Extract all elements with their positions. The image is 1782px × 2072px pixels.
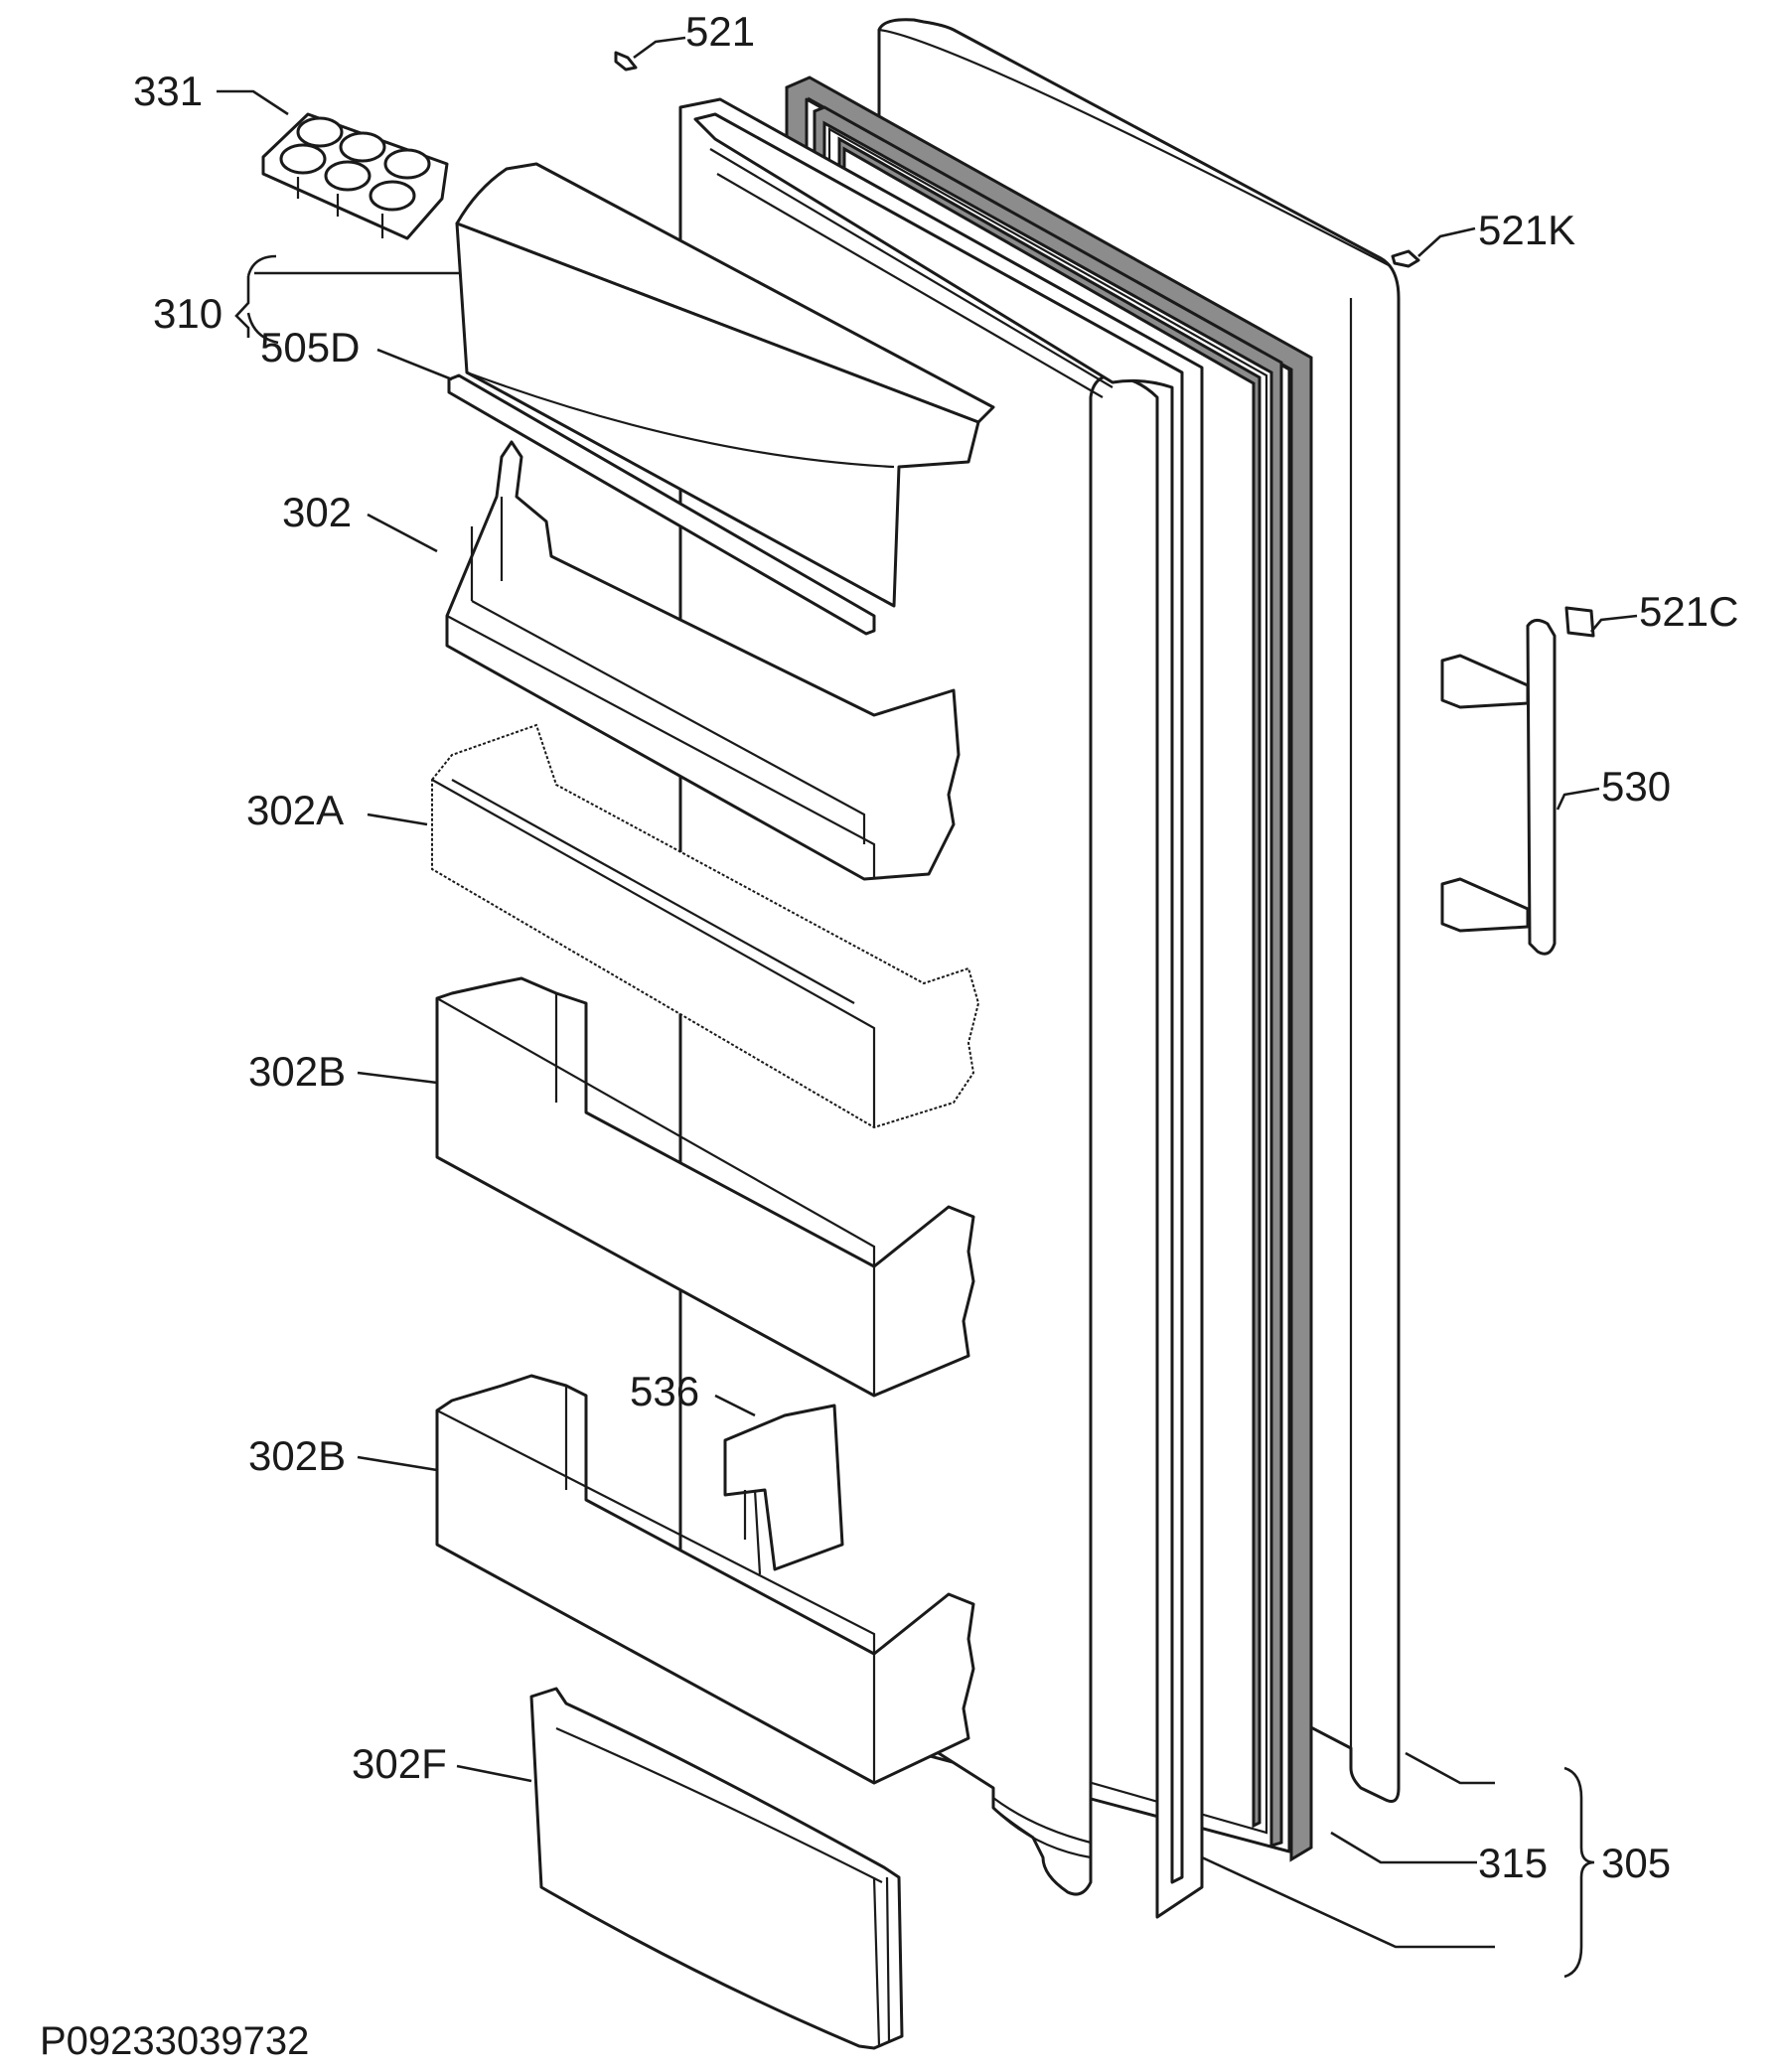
label-302B-lower: 302B xyxy=(248,1432,346,1479)
screw-521 xyxy=(614,51,638,72)
bottle-divider xyxy=(723,1404,844,1575)
label-521C: 521C xyxy=(1639,588,1738,635)
door-shelf-302B-lower xyxy=(435,1374,975,1785)
label-302A: 302A xyxy=(246,787,344,833)
label-302: 302 xyxy=(282,489,352,535)
door-shelf-302A xyxy=(431,723,980,1129)
label-302F: 302F xyxy=(352,1740,447,1787)
label-505D: 505D xyxy=(260,324,360,370)
screw-521K xyxy=(1391,249,1420,268)
egg-tray xyxy=(261,112,449,240)
label-536: 536 xyxy=(630,1368,699,1414)
door-shelf-front-302F xyxy=(529,1687,904,2050)
document-number: P09233039732 xyxy=(40,2019,309,2063)
label-305: 305 xyxy=(1601,1840,1671,1886)
label-315: 315 xyxy=(1478,1840,1548,1886)
label-302B-upper: 302B xyxy=(248,1048,346,1095)
door-shelf-302B-upper xyxy=(435,976,975,1398)
cover-cap-521C xyxy=(1564,606,1595,638)
label-310: 310 xyxy=(153,290,223,337)
leader-lines xyxy=(217,36,1638,1979)
door-handle xyxy=(1440,619,1557,956)
dairy-compartment-lid xyxy=(455,162,995,608)
label-331: 331 xyxy=(133,68,203,114)
label-521K: 521K xyxy=(1478,207,1575,253)
retainer-strip xyxy=(447,373,876,636)
door-shelf-302 xyxy=(445,440,961,881)
label-530: 530 xyxy=(1601,763,1671,810)
label-521: 521 xyxy=(685,8,755,55)
